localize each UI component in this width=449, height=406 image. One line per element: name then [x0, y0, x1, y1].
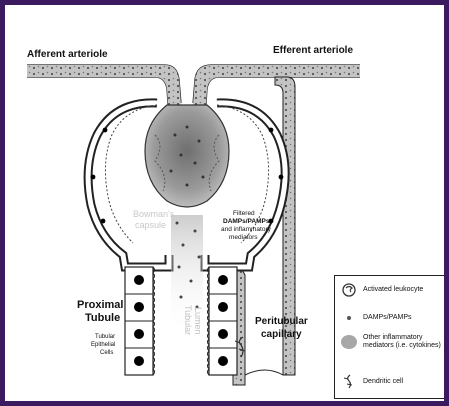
efferent-arteriole-label: Efferent arteriole	[273, 45, 353, 56]
legend-item-inflammatory-mediators: Other inflammatory mediators (i.e. cytok…	[339, 334, 449, 350]
tubular-lumen-label-1: Tubular	[183, 305, 193, 335]
filtered-label-1: Filtered	[233, 210, 255, 217]
legend-label-damps-pamps: DAMPs/PAMPs	[363, 314, 412, 322]
bowmans-capsule-label-1: Bowman's	[133, 209, 175, 219]
afferent-arteriole-label: Afferent arteriole	[27, 49, 108, 60]
tubular-lumen-label-2: Lumen	[193, 307, 203, 335]
peritubular-capillary-label-2: capillary	[261, 329, 302, 340]
proximal-tubule-label-1: Proximal	[77, 299, 123, 311]
bowmans-capsule-label-2: capsule	[135, 220, 166, 230]
filtered-label-3: and inflammatory	[221, 226, 272, 233]
legend-item-dendritic-cell: Dendritic cell	[339, 374, 449, 390]
tubular-epithelium-left	[125, 267, 155, 375]
filtered-label-4: mediators	[229, 234, 258, 241]
inflammatory-mediator-cloud-icon	[339, 334, 359, 350]
proximal-tubule-label-2: Tubule	[85, 312, 120, 324]
epithelial-cells-label-2: Epithelial	[91, 342, 115, 348]
tubular-epithelium-right	[208, 267, 238, 375]
epithelial-cells-label-3: Cells	[100, 350, 113, 356]
legend-label-inflammatory-mediators: Other inflammatory mediators (i.e. cytok…	[363, 334, 449, 350]
legend-item-activated-leukocyte: Activated leukocyte	[339, 282, 449, 298]
legend-box: Activated leukocyte DAMPs/PAMPs Other in…	[334, 275, 449, 399]
filtered-label-2: DAMPs/PAMPs	[223, 218, 270, 225]
legend-label-dendritic-cell: Dendritic cell	[363, 378, 403, 386]
legend-item-damps-pamps: DAMPs/PAMPs	[339, 310, 449, 326]
legend-label-activated-leukocyte: Activated leukocyte	[363, 286, 423, 294]
glomerulus	[145, 105, 229, 207]
epithelial-cells-label-1: Tubular	[95, 334, 115, 340]
activated-leukocyte-icon	[339, 282, 359, 298]
dendritic-cell-icon	[339, 374, 359, 390]
damp-pamp-dot-icon	[339, 310, 359, 326]
peritubular-capillary-label-1: Peritubular	[255, 316, 308, 327]
afferent-arteriole	[27, 65, 181, 105]
